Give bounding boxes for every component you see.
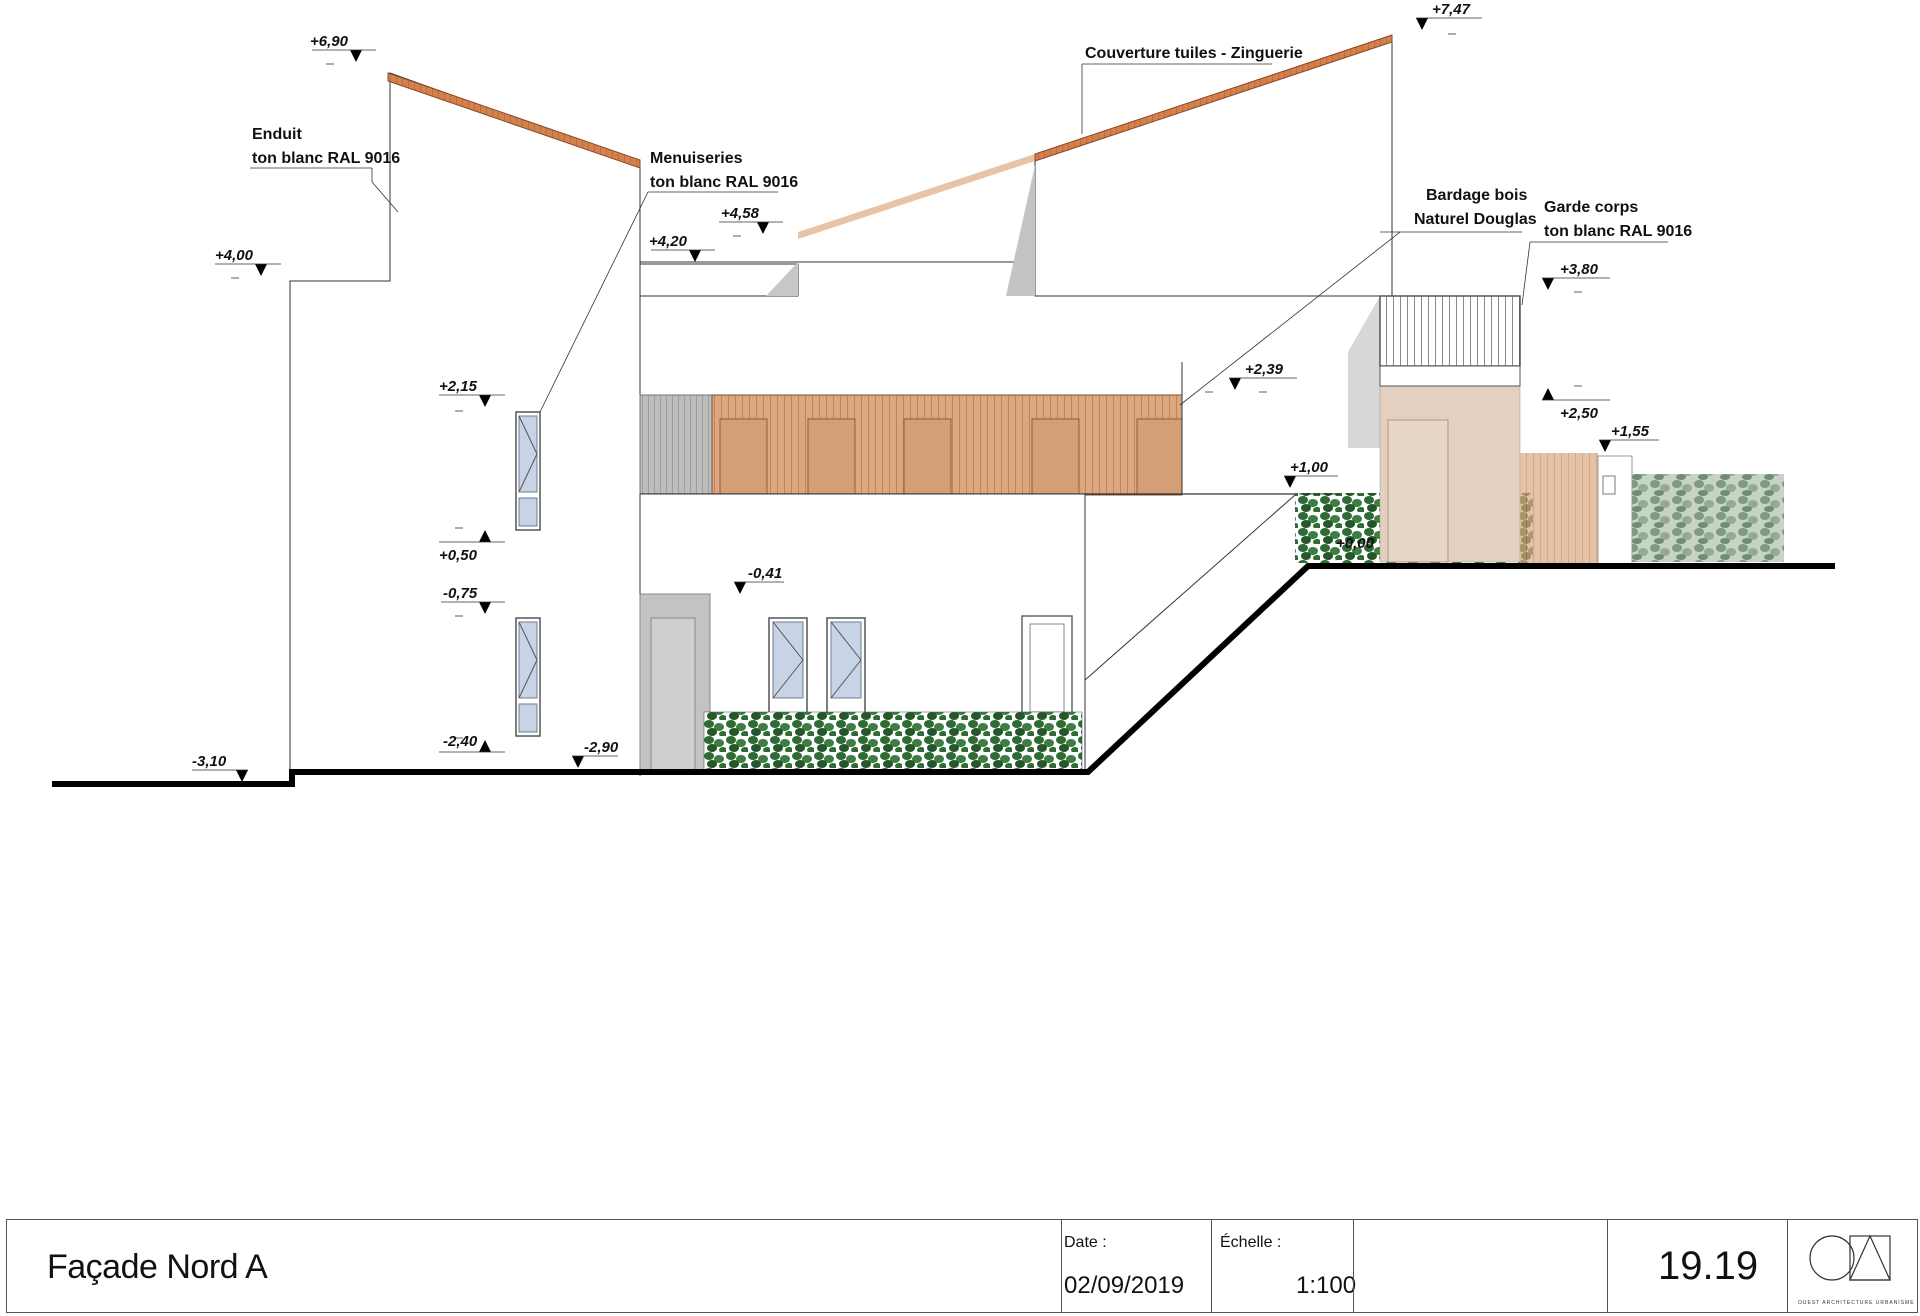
svg-text:Bardage bois: Bardage bois (1426, 187, 1527, 204)
level-marker: -0,41 (734, 565, 784, 594)
left-roof-tiles (387, 72, 641, 169)
date-cell: Date : 02/09/2019 (1061, 1220, 1211, 1312)
level-marker: +2,50 (1542, 385, 1610, 422)
svg-text:+0,50: +0,50 (439, 547, 478, 564)
svg-text:Garde corps: Garde corps (1544, 199, 1638, 216)
blank-cell (1353, 1220, 1607, 1312)
svg-text:+4,58: +4,58 (721, 205, 760, 222)
svg-text:-2,90: -2,90 (584, 739, 619, 756)
firm-logo-cell: OUEST ARCHITECTURE URBANISME (1787, 1220, 1917, 1312)
level-marker: +4,00 (215, 247, 281, 279)
date-value: 02/09/2019 (1064, 1272, 1185, 1299)
svg-text:+2,50: +2,50 (1560, 405, 1599, 422)
svg-text:-0,75: -0,75 (443, 585, 478, 602)
scale-label: Échelle : (1220, 1234, 1282, 1251)
svg-text:Enduit: Enduit (252, 126, 302, 143)
level-marker: +1,55 (1599, 423, 1659, 452)
sheet-number-cell: 19.19 (1607, 1220, 1787, 1312)
entrance-door (650, 617, 696, 771)
svg-text:+0,00: +0,00 (1336, 535, 1375, 552)
date-label: Date : (1064, 1234, 1107, 1251)
level-marker: +2,15 (439, 378, 505, 412)
svg-text:+3,80: +3,80 (1560, 261, 1599, 278)
balcony-railing (1379, 295, 1521, 367)
annotation-couverture: Couverture tuiles - Zinguerie (1081, 45, 1303, 134)
scale-value: 1:100 (1296, 1272, 1357, 1299)
level-marker: +3,80 (1542, 261, 1610, 293)
scale-cell: Échelle : 1:100 (1211, 1220, 1357, 1312)
level-marker: -3,10 (192, 753, 248, 782)
hedge-far-right (1632, 474, 1784, 562)
level-marker: +4,58 (719, 205, 783, 237)
level-marker: -2,90 (572, 739, 619, 768)
level-marker: +6,90 (310, 33, 376, 65)
title-block: Façade Nord A Date : 02/09/2019 Échelle … (6, 1219, 1918, 1313)
ground-line (52, 563, 1835, 787)
svg-text:+4,20: +4,20 (649, 233, 688, 250)
annotation-menuiseries: Menuiseries ton blanc RAL 9016 (539, 150, 798, 413)
cladding-doors (719, 418, 1183, 495)
gate-post (1597, 455, 1633, 565)
middle-roof-tiles (1034, 34, 1393, 162)
level-marker: +4,20 (649, 233, 727, 265)
firm-name: OUEST ARCHITECTURE URBANISME (1798, 1300, 1915, 1306)
svg-text:+6,90: +6,90 (310, 33, 349, 50)
svg-text:ton blanc RAL 9016: ton blanc RAL 9016 (1544, 223, 1692, 240)
firm-logo-icon (1809, 1234, 1891, 1281)
annotation-enduit: Enduit ton blanc RAL 9016 (250, 126, 400, 213)
svg-text:ton blanc RAL 9016: ton blanc RAL 9016 (650, 174, 798, 191)
svg-text:-3,10: -3,10 (192, 753, 227, 770)
svg-text:Couverture tuiles - Zinguerie: Couverture tuiles - Zinguerie (1085, 45, 1303, 62)
level-marker: +2,39 (1205, 361, 1297, 393)
svg-text:+4,00: +4,00 (215, 247, 254, 264)
level-marker: +0,00 (1336, 535, 1375, 552)
svg-text:-2,40: -2,40 (443, 733, 478, 750)
right-volume (1348, 295, 1633, 565)
svg-text:ton blanc RAL 9016: ton blanc RAL 9016 (252, 150, 400, 167)
svg-text:+1,55: +1,55 (1611, 423, 1650, 440)
drawing-title: Façade Nord A (47, 1248, 268, 1286)
svg-text:+2,15: +2,15 (439, 378, 478, 395)
svg-text:+1,00: +1,00 (1290, 459, 1329, 476)
svg-text:-0,41: -0,41 (748, 565, 782, 582)
level-marker: -2,40 (439, 733, 505, 753)
level-marker: +0,50 (439, 527, 505, 564)
middle-volume (639, 34, 1393, 496)
wood-fence (1520, 453, 1598, 563)
grey-cladding-band (639, 394, 713, 496)
sheet-number: 19.19 (1658, 1244, 1759, 1288)
left-volume (289, 72, 641, 776)
level-markers: +6,90 +7,47 +4,00 +4,20 +4,58 (192, 1, 1659, 782)
svg-text:+7,47: +7,47 (1432, 1, 1471, 18)
hedge-lower (703, 711, 1083, 773)
svg-text:Naturel Douglas: Naturel Douglas (1414, 211, 1537, 228)
middle-roof-light (798, 154, 1035, 239)
level-marker: +7,47 (1416, 1, 1482, 35)
annotation-garde-corps: Garde corps ton blanc RAL 9016 (1521, 199, 1692, 306)
level-marker: -0,75 (441, 585, 505, 617)
annotation-bardage: Bardage bois Naturel Douglas (1179, 187, 1537, 406)
level-marker: +1,00 (1284, 459, 1338, 488)
window-lower-left (515, 617, 541, 737)
facade-elevation-drawing: +6,90 +7,47 +4,00 +4,20 +4,58 (52, 1, 1835, 787)
window-upper-left (515, 411, 541, 531)
svg-text:+2,39: +2,39 (1245, 361, 1284, 378)
svg-text:Menuiseries: Menuiseries (650, 150, 743, 167)
